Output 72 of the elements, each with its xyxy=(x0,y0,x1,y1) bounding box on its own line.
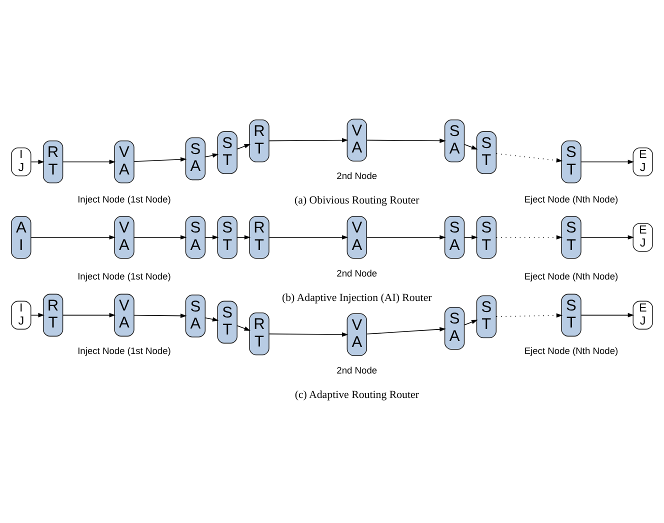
node-box: R T xyxy=(249,312,270,356)
arrow xyxy=(366,327,446,334)
arrow xyxy=(366,138,446,143)
arrow xyxy=(268,332,348,337)
node-box: R T xyxy=(42,140,64,184)
node-box: S A xyxy=(444,216,465,259)
arrow xyxy=(496,153,563,162)
arrow xyxy=(580,235,634,240)
node-box: V A xyxy=(114,140,134,184)
node-box: I J xyxy=(11,300,32,330)
arrow xyxy=(580,160,634,164)
node-box: S A xyxy=(185,294,206,338)
label: 2nd Node xyxy=(336,268,378,278)
node-box: S T xyxy=(561,140,582,184)
node-box: E J xyxy=(632,148,653,176)
node-box: V A xyxy=(346,313,368,356)
node-box: R T xyxy=(249,216,270,259)
node-box: S T xyxy=(561,294,582,337)
label: Inject Node (1st Node) xyxy=(78,346,171,356)
node-box: S T xyxy=(217,131,238,174)
node-box: R T xyxy=(249,120,270,162)
arrow xyxy=(134,157,187,162)
arrow xyxy=(30,235,116,240)
label: (a) Obivious Routing Router xyxy=(294,194,420,207)
arrow xyxy=(205,317,219,322)
arrow xyxy=(205,235,219,240)
node-box: S T xyxy=(476,295,497,338)
label: (b) Adaptive Injection (AI) Router xyxy=(282,292,432,304)
arrow xyxy=(134,314,187,318)
arrow xyxy=(237,325,251,331)
label: Eject Node (Nth Node) xyxy=(524,194,618,204)
node-box: E J xyxy=(632,222,653,252)
node-box: E J xyxy=(632,300,653,330)
node-box: A I xyxy=(11,216,32,259)
label: 2nd Node xyxy=(336,366,378,376)
node-box: S A xyxy=(185,216,206,259)
label: (c) Adaptive Routing Router xyxy=(294,389,419,402)
node-box: S T xyxy=(476,216,497,259)
arrow xyxy=(62,313,116,318)
arrow xyxy=(580,313,634,318)
label: Eject Node (Nth Node) xyxy=(524,346,618,356)
node-box: S A xyxy=(185,137,206,180)
arrow xyxy=(366,235,446,240)
arrow xyxy=(464,144,478,150)
label: Inject Node (1st Node) xyxy=(78,194,171,204)
arrow xyxy=(237,235,251,240)
node-box: S A xyxy=(444,120,465,162)
arrow xyxy=(237,144,251,150)
label: Inject Node (1st Node) xyxy=(78,271,171,282)
arrow xyxy=(496,235,563,240)
arrow xyxy=(205,153,219,158)
node-box: V A xyxy=(346,216,368,259)
arrow xyxy=(464,320,478,326)
node-box: V A xyxy=(114,294,134,337)
arrow xyxy=(464,235,478,240)
arrow xyxy=(30,160,44,164)
node-box: S T xyxy=(217,216,238,259)
arrow xyxy=(134,235,187,240)
node-box: S A xyxy=(444,307,465,350)
label: Eject Node (Nth Node) xyxy=(524,271,618,282)
node-box: R T xyxy=(42,294,64,337)
node-box: S T xyxy=(217,300,238,344)
node-box: S T xyxy=(476,131,497,174)
node-box: I J xyxy=(11,148,32,176)
node-box: V A xyxy=(114,216,134,259)
label: 2nd Node xyxy=(336,171,378,182)
arrow xyxy=(268,235,348,240)
node-box: S T xyxy=(561,216,582,259)
arrow xyxy=(62,160,116,164)
node-box: V A xyxy=(346,118,368,162)
arrow xyxy=(268,138,348,142)
arrow xyxy=(496,313,563,318)
